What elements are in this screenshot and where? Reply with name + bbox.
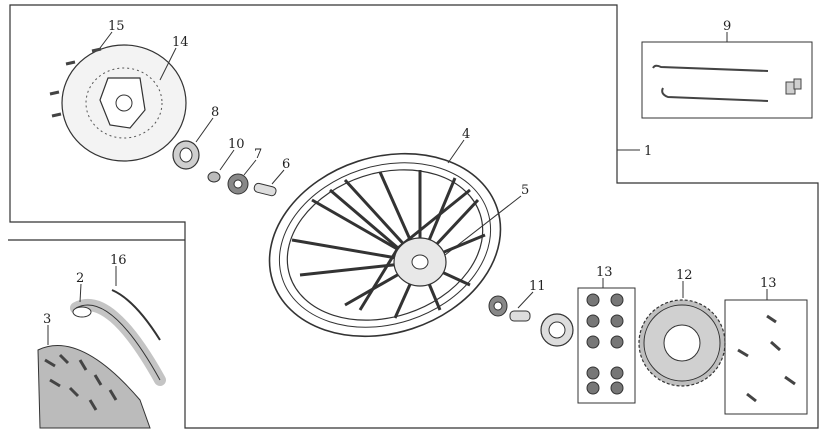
sprocket-nuts bbox=[586, 293, 624, 395]
rim-strip bbox=[111, 289, 161, 341]
leader-2 bbox=[79, 283, 82, 303]
wheel-rim bbox=[268, 152, 502, 338]
callout-2: 2 bbox=[76, 271, 84, 286]
callout-7: 7 bbox=[254, 147, 262, 162]
callout-3: 3 bbox=[43, 312, 51, 327]
spoke-upper bbox=[652, 64, 769, 72]
tire bbox=[37, 345, 151, 429]
leader-5 bbox=[444, 195, 522, 256]
callout-11: 11 bbox=[529, 279, 546, 294]
spoke-lower bbox=[661, 87, 769, 102]
axle-spacer bbox=[509, 310, 531, 322]
callout-10: 10 bbox=[228, 137, 245, 152]
leader-7 bbox=[243, 159, 257, 176]
spoke-nipple-2 bbox=[793, 78, 802, 90]
collar bbox=[207, 171, 221, 183]
leader-14 bbox=[159, 47, 177, 81]
sprocket-seal bbox=[540, 313, 574, 347]
callout-13b: 13 bbox=[760, 276, 777, 291]
inner-tube bbox=[70, 299, 166, 386]
leader-6 bbox=[271, 169, 285, 185]
disc-bolts bbox=[49, 47, 102, 118]
callout-14: 14 bbox=[172, 35, 189, 50]
sprocket-bolts bbox=[737, 314, 796, 403]
sprocket bbox=[638, 299, 726, 387]
bolts-box bbox=[724, 299, 808, 415]
leader-11 bbox=[517, 291, 534, 309]
oil-seal bbox=[172, 140, 200, 170]
brake-disc bbox=[61, 44, 187, 162]
callout-12: 12 bbox=[676, 268, 693, 283]
callout-16: 16 bbox=[110, 253, 127, 268]
callout-13a: 13 bbox=[596, 265, 613, 280]
spacer bbox=[253, 182, 277, 197]
leader-4 bbox=[447, 139, 465, 164]
bearing-right bbox=[488, 295, 508, 317]
callout-6: 6 bbox=[282, 157, 290, 172]
spoke-kit bbox=[652, 64, 802, 102]
hub bbox=[393, 237, 447, 287]
spoke-kit-box bbox=[641, 41, 813, 119]
spokes bbox=[291, 170, 486, 319]
bearing-left bbox=[227, 173, 249, 195]
leader-8 bbox=[195, 117, 214, 143]
nuts-box bbox=[577, 287, 636, 404]
callout-9: 9 bbox=[723, 19, 731, 34]
callout-1: 1 bbox=[644, 144, 652, 159]
callout-4: 4 bbox=[462, 127, 470, 142]
assembly-boundary bbox=[9, 4, 819, 429]
callout-5: 5 bbox=[521, 183, 529, 198]
callout-15: 15 bbox=[108, 19, 125, 34]
leader-10 bbox=[219, 149, 235, 171]
leader-15 bbox=[99, 31, 113, 49]
callout-8: 8 bbox=[211, 105, 219, 120]
